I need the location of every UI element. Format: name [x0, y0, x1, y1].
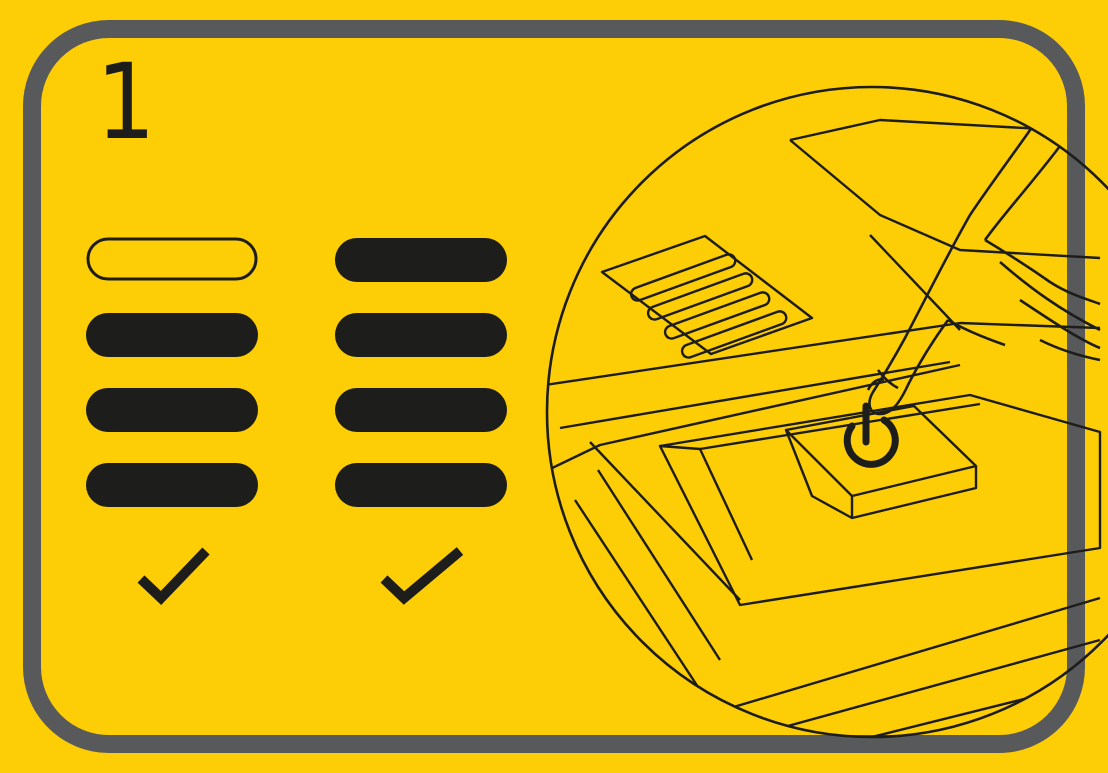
indicator-light-on: [335, 313, 507, 357]
indicator-light-on: [86, 313, 258, 357]
indicator-light-on: [86, 388, 258, 432]
hand-pointing: [868, 55, 1100, 414]
check-icon: [141, 551, 206, 598]
magnifier-lens: [547, 87, 1108, 737]
magnified-device-view: [545, 55, 1100, 770]
indicator-light-on: [86, 463, 258, 507]
indicator-light-on: [335, 388, 507, 432]
indicator-column-left: [86, 239, 258, 507]
indicator-light-on: [335, 238, 507, 282]
check-icon: [384, 551, 460, 598]
indicator-light-off: [88, 239, 256, 279]
indicator-column-right: [335, 238, 507, 507]
indicator-light-on: [335, 463, 507, 507]
vent-grille: [602, 236, 812, 359]
